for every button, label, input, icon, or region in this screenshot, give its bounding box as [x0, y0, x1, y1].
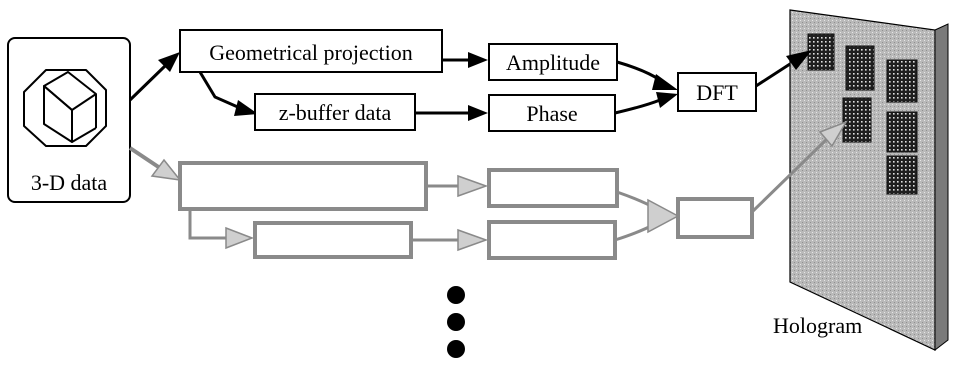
hologram-plate	[789, 9, 949, 352]
faded-arrow-input	[128, 146, 182, 182]
cube-icon	[23, 69, 107, 147]
hologram-tile	[845, 45, 875, 91]
arrow-dft-to-hologram	[755, 50, 812, 88]
arrow-amplitude-to-dft	[616, 60, 678, 90]
faded-projection-box	[178, 161, 428, 211]
arrow-phase-to-dft	[614, 92, 678, 115]
dft-box	[677, 72, 757, 112]
faded-arrow-to-zbuffer	[188, 209, 255, 250]
geometrical-projection-box	[179, 29, 443, 73]
faded-dft-box	[676, 197, 754, 239]
hologram-tile	[886, 111, 918, 153]
geometrical-projection-label: Geometrical projection	[209, 40, 412, 65]
hologram-label: Hologram	[773, 313, 862, 338]
dft-label: DFT	[696, 80, 738, 105]
phase-label: Phase	[526, 101, 577, 126]
arrow-projection-to-zbuffer	[198, 71, 258, 116]
input-label: 3-D data	[31, 170, 108, 195]
faded-arrow-to-box-a	[426, 174, 489, 198]
hologram-tile	[886, 59, 918, 103]
faded-phase-box	[487, 220, 617, 260]
faded-arrow-to-hologram	[750, 120, 848, 214]
faded-amplitude-box	[487, 168, 619, 208]
arrow-projection-to-amplitude	[442, 52, 488, 68]
amplitude-box	[488, 43, 618, 81]
row-primary: Geometrical projection z-buffer data Amp…	[128, 29, 812, 132]
arrow-input-to-projection	[128, 52, 180, 102]
phase-box	[488, 94, 616, 132]
hologram-tile	[842, 97, 872, 143]
hologram-tile	[886, 155, 918, 195]
row-repeated	[128, 120, 848, 260]
arrow-zbuffer-to-phase	[415, 105, 488, 121]
hologram-tile	[807, 33, 835, 71]
faded-arrow-to-box-b	[411, 228, 489, 252]
amplitude-label: Amplitude	[506, 50, 600, 75]
faded-arrows-to-dft	[614, 190, 680, 242]
continuation-dots	[447, 286, 465, 358]
input-3d-data-box: 3-D data	[7, 37, 131, 203]
faded-zbuffer-box	[253, 221, 413, 259]
z-buffer-label: z-buffer data	[279, 100, 392, 125]
